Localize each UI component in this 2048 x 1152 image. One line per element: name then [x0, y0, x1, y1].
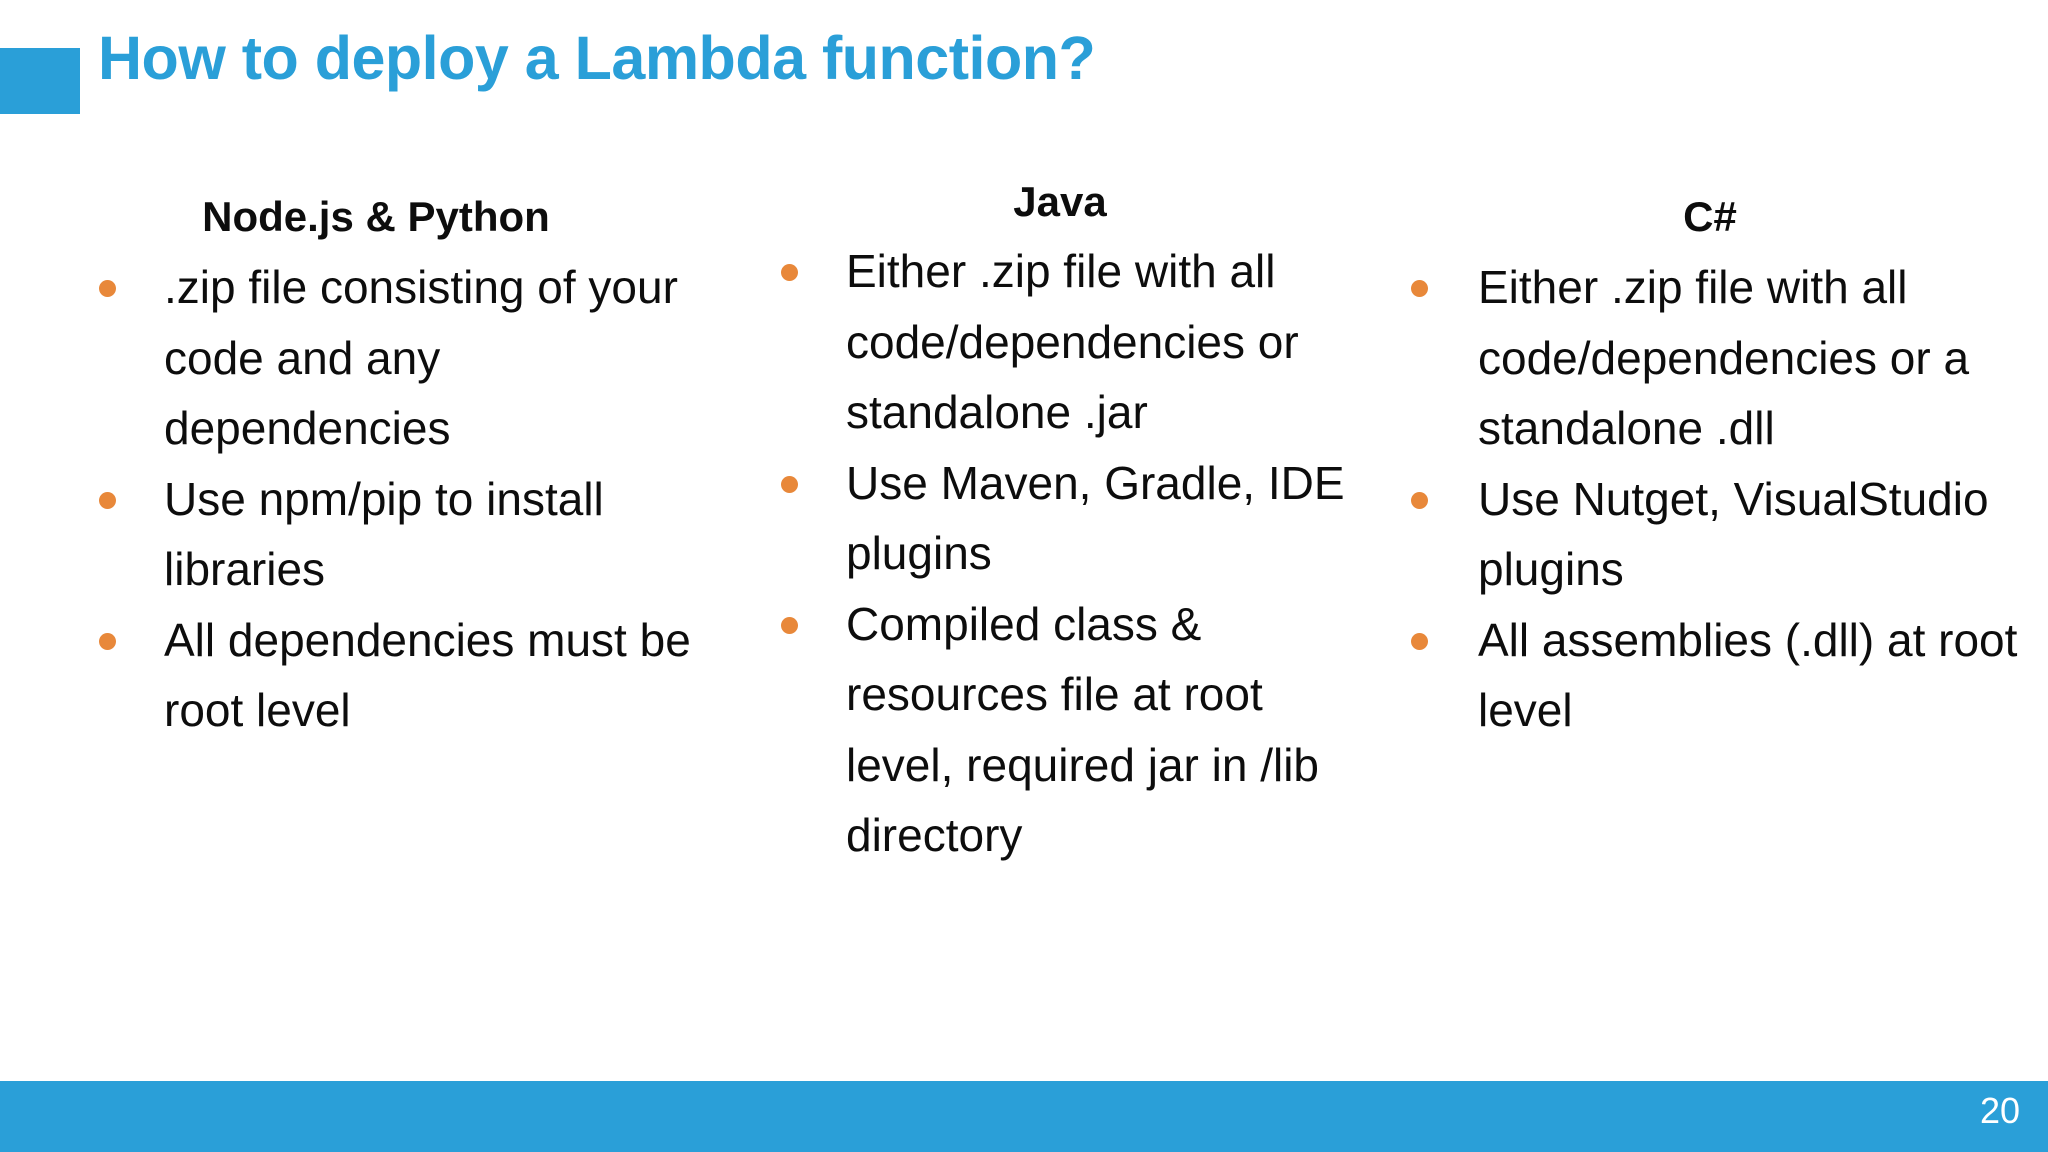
- page-number: 20: [1979, 1090, 2020, 1131]
- column-header: C#: [1683, 193, 1737, 240]
- list-item: Compiled class & resources file at root …: [762, 589, 1382, 871]
- bullet-dot-icon: [99, 280, 116, 297]
- bullet-dot-icon: [1411, 632, 1428, 650]
- list-item: All dependencies must be root level: [80, 605, 700, 746]
- list-item: All assemblies (.dll) at root level: [1392, 605, 2042, 746]
- list-item: Use Maven, Gradle, IDE plugins: [762, 448, 1382, 589]
- bullet-dot-icon: [781, 264, 798, 281]
- column-header: Node.js & Python: [202, 193, 550, 240]
- bullet-text: All dependencies must be root level: [164, 613, 691, 737]
- bullet-list: .zip file consisting of your code and an…: [80, 252, 700, 746]
- bullet-text: Use Nutget, VisualStudio plugins: [1478, 472, 1989, 596]
- bullet-dot-icon: [1411, 491, 1428, 509]
- bullet-text: All assemblies (.dll) at root level: [1478, 613, 2018, 737]
- column-header: Java: [1013, 178, 1107, 225]
- page-title: How to deploy a Lambda function?: [98, 24, 1096, 92]
- bullet-text: Compiled class & resources file at root …: [846, 597, 1320, 862]
- bullet-list: Either .zip file with all code/dependenc…: [762, 236, 1382, 871]
- bullet-dot-icon: [99, 632, 116, 650]
- bullet-dot-icon: [99, 491, 116, 509]
- footer-bar: 20: [0, 1081, 2048, 1152]
- bullet-list: Either .zip file with all code/dependenc…: [1392, 252, 2042, 746]
- bullet-dot-icon: [781, 616, 798, 634]
- bullet-dot-icon: [781, 475, 798, 493]
- bullet-text: Either .zip file with all code/dependenc…: [1478, 261, 1970, 454]
- bullet-text: .zip file consisting of your code and an…: [164, 261, 678, 454]
- bullet-text: Either .zip file with all code/dependenc…: [846, 245, 1299, 438]
- list-item: Either .zip file with all code/dependenc…: [762, 236, 1382, 448]
- bullet-text: Use npm/pip to install libraries: [164, 472, 604, 596]
- list-item: .zip file consisting of your code and an…: [80, 252, 700, 464]
- bullet-dot-icon: [1411, 280, 1428, 297]
- title-accent-bar: [0, 48, 80, 114]
- list-item: Either .zip file with all code/dependenc…: [1392, 252, 2042, 464]
- list-item: Use Nutget, VisualStudio plugins: [1392, 464, 2042, 605]
- list-item: Use npm/pip to install libraries: [80, 464, 700, 605]
- bullet-text: Use Maven, Gradle, IDE plugins: [846, 456, 1345, 580]
